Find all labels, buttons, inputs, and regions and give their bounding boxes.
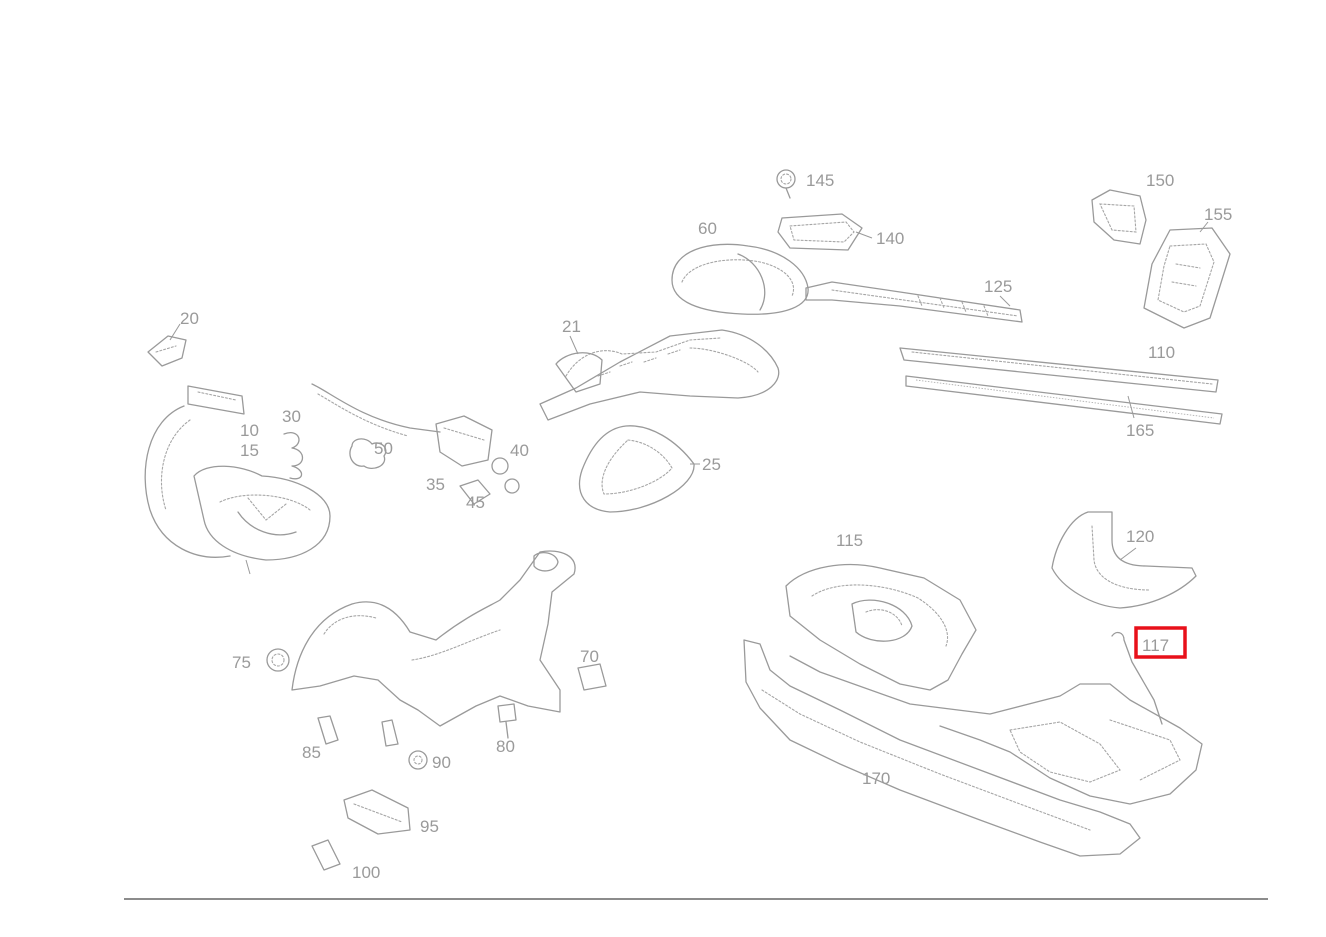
part-50-cable[interactable]	[311, 383, 441, 437]
part-155-cover[interactable]	[1143, 227, 1231, 329]
part-30-spring[interactable]	[283, 432, 304, 480]
part-80-bolt[interactable]	[497, 703, 517, 739]
highlight-box-117[interactable]	[1134, 626, 1187, 659]
callout-labels: 145 140 60 125 150 155 110 165 20 21 10 …	[180, 171, 1232, 882]
part-85-screw-left[interactable]	[317, 715, 339, 745]
part-100-clip[interactable]	[311, 839, 341, 871]
part-117-spring-lead[interactable]	[1111, 631, 1163, 725]
part-140-plate[interactable]	[777, 213, 863, 251]
callout-10[interactable]: 10	[240, 421, 259, 440]
leader-lines	[169, 221, 1209, 575]
part-170-shoe-rail[interactable]	[743, 639, 1203, 857]
part-125-shaft[interactable]	[805, 281, 1023, 323]
part-150-bracket[interactable]	[1091, 189, 1147, 245]
callout-30[interactable]: 30	[282, 407, 301, 426]
callout-120[interactable]: 120	[1126, 527, 1154, 546]
callout-75[interactable]: 75	[232, 653, 251, 672]
callout-110[interactable]: 110	[1148, 343, 1175, 362]
callout-45[interactable]: 45	[466, 493, 485, 512]
callout-155[interactable]: 155	[1204, 205, 1232, 224]
part-15-switch-block[interactable]	[193, 465, 331, 561]
part-21-motor[interactable]	[539, 329, 780, 421]
callout-150[interactable]: 150	[1146, 171, 1174, 190]
part-90-washer[interactable]	[381, 719, 428, 770]
callout-95[interactable]: 95	[420, 817, 439, 836]
callout-115[interactable]: 115	[836, 531, 863, 550]
callout-80[interactable]: 80	[496, 737, 515, 756]
callout-70[interactable]: 70	[580, 647, 599, 666]
callout-85[interactable]: 85	[302, 743, 321, 762]
callout-100[interactable]: 100	[352, 863, 380, 882]
part-10-handle-loop[interactable]	[144, 385, 245, 558]
callout-21[interactable]: 21	[562, 317, 581, 336]
part-95-brush[interactable]	[343, 789, 411, 835]
callout-25[interactable]: 25	[702, 455, 721, 474]
part-58-bracket[interactable]	[577, 663, 607, 691]
callout-125[interactable]: 125	[984, 277, 1012, 296]
callout-60[interactable]: 60	[698, 219, 717, 238]
part-45-terminal[interactable]	[459, 479, 491, 505]
part-70-lower-housing[interactable]	[291, 550, 576, 727]
part-25-guard[interactable]	[578, 425, 695, 513]
callout-170[interactable]: 170	[862, 769, 890, 788]
part-115-base-plate[interactable]	[785, 563, 977, 691]
part-40-connector[interactable]	[435, 415, 520, 494]
part-35-clip[interactable]	[349, 438, 387, 470]
callout-165[interactable]: 165	[1126, 421, 1154, 440]
part-60-housing[interactable]	[671, 243, 809, 315]
callout-40[interactable]: 40	[510, 441, 529, 460]
callout-90[interactable]: 90	[432, 753, 451, 772]
part-120-shroud[interactable]	[1051, 511, 1197, 609]
callout-145[interactable]: 145	[806, 171, 834, 190]
callout-117[interactable]: 117	[1142, 636, 1169, 655]
callout-50[interactable]: 50	[374, 439, 393, 458]
part-165-blade-lower[interactable]	[905, 375, 1223, 425]
part-110-blade-upper[interactable]	[899, 347, 1219, 393]
callout-140[interactable]: 140	[876, 229, 904, 248]
callout-20[interactable]: 20	[180, 309, 199, 328]
callout-15[interactable]: 15	[240, 441, 259, 460]
callout-35[interactable]: 35	[426, 475, 445, 494]
part-75-nut[interactable]	[266, 648, 290, 672]
part-20-cap[interactable]	[147, 335, 187, 367]
part-145-screw[interactable]	[776, 169, 796, 199]
